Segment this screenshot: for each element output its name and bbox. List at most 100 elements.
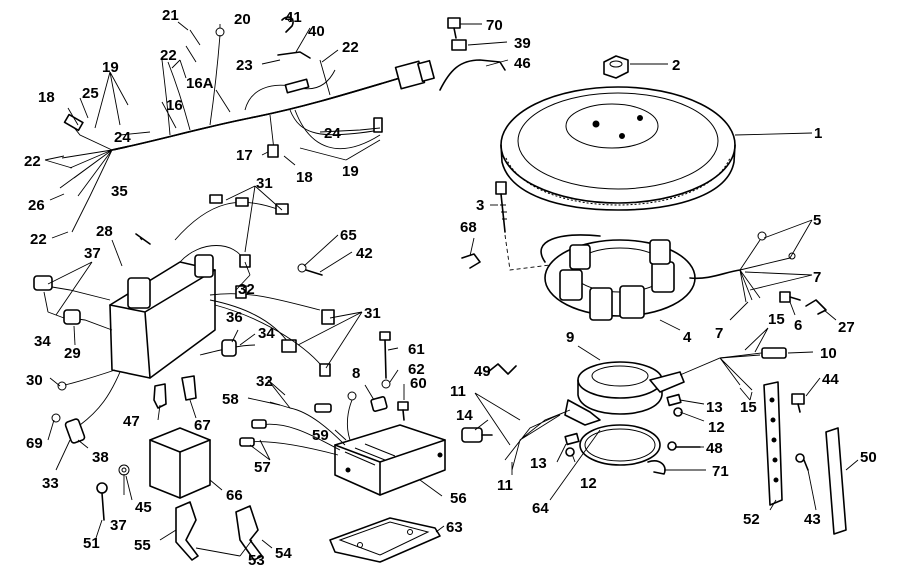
part-label-24b: 24 — [324, 125, 341, 142]
part-label-36: 36 — [226, 309, 243, 326]
part-label-38: 38 — [92, 449, 109, 466]
clip-47 — [153, 383, 167, 409]
part-label-47: 47 — [123, 413, 140, 430]
washer-62 — [381, 379, 391, 389]
retaining-ring — [579, 424, 661, 466]
wiring-harness — [59, 27, 435, 233]
part-label-68: 68 — [460, 219, 477, 236]
part-label-15b: 15 — [740, 399, 757, 416]
part-label-23: 23 — [236, 57, 253, 74]
timer-base — [564, 351, 771, 426]
clip-67 — [181, 375, 197, 401]
part-label-15a: 15 — [768, 311, 785, 328]
part-label-52: 52 — [743, 511, 760, 528]
part-label-22b: 22 — [160, 47, 177, 64]
part-label-11a: 11 — [450, 383, 466, 400]
part-label-60: 60 — [410, 375, 427, 392]
part-label-61: 61 — [408, 341, 425, 358]
part-label-2: 2 — [672, 57, 680, 74]
part-label-24a: 24 — [114, 129, 131, 146]
part-label-4: 4 — [683, 329, 692, 346]
part-label-34a: 34 — [34, 333, 51, 350]
part-label-19a: 19 — [102, 59, 119, 76]
part-label-57: 57 — [254, 459, 271, 476]
part-label-41: 41 — [285, 9, 302, 26]
power-pack — [109, 254, 216, 379]
spring-35 — [135, 233, 151, 245]
part-label-45: 45 — [135, 499, 152, 516]
part-label-7b: 7 — [715, 325, 723, 342]
part-label-5: 5 — [813, 212, 821, 229]
part-label-16: 16 — [166, 97, 183, 114]
part-label-48: 48 — [706, 440, 723, 457]
connector-10 — [761, 347, 787, 359]
part-label-29: 29 — [64, 345, 81, 362]
screw-48 — [667, 441, 701, 451]
part-label-27: 27 — [838, 319, 855, 336]
part-label-9: 9 — [566, 329, 574, 346]
part-label-35: 35 — [111, 183, 128, 200]
part-label-3: 3 — [476, 197, 484, 214]
part-label-42: 42 — [356, 245, 373, 262]
part-label-71: 71 — [712, 463, 729, 480]
rectifier — [334, 424, 446, 496]
part-label-28: 28 — [96, 223, 113, 240]
part-label-1: 1 — [814, 125, 822, 142]
part-label-19b: 19 — [342, 163, 359, 180]
screw-70 — [447, 17, 461, 39]
ignition-coil — [149, 427, 211, 499]
part-label-51: 51 — [83, 535, 100, 552]
screw-43 — [795, 453, 809, 471]
part-label-69: 69 — [26, 435, 43, 452]
part-label-13a: 13 — [530, 455, 547, 472]
part-label-18a: 18 — [38, 89, 55, 106]
part-label-62: 62 — [408, 361, 425, 378]
part-label-43: 43 — [804, 511, 821, 528]
clip-49 — [487, 363, 517, 375]
part-label-22a: 22 — [24, 153, 41, 170]
part-label-32a: 32 — [238, 281, 255, 298]
part-label-37a: 37 — [84, 245, 101, 262]
gasket — [329, 517, 441, 563]
stator-bolt — [495, 181, 551, 271]
flywheel — [500, 86, 736, 211]
part-label-22d: 22 — [30, 231, 47, 248]
timer-leads — [504, 354, 761, 471]
stator-leads — [739, 231, 796, 303]
parts-layer — [33, 16, 847, 563]
bolt-61 — [379, 331, 391, 379]
pack-left-leads — [33, 275, 121, 444]
part-label-39: 39 — [514, 35, 531, 52]
part-label-55: 55 — [134, 537, 151, 554]
stator — [540, 234, 741, 321]
part-label-65: 65 — [340, 227, 357, 244]
part-label-53: 53 — [248, 552, 265, 568]
screw-60 — [397, 401, 409, 421]
plug-14 — [461, 427, 493, 443]
part-label-31b: 31 — [364, 305, 381, 322]
pack-leads — [174, 194, 335, 377]
washer-69 — [51, 413, 61, 423]
flywheel-nut — [603, 55, 629, 79]
part-label-33: 33 — [42, 475, 59, 492]
part-label-50: 50 — [860, 449, 877, 466]
part-label-66: 66 — [226, 487, 243, 504]
part-label-14: 14 — [456, 407, 473, 424]
part-label-56: 56 — [450, 490, 467, 507]
terminal-strip — [763, 381, 783, 506]
part-label-25: 25 — [82, 85, 99, 102]
part-label-22c: 22 — [342, 39, 359, 56]
screw-6 — [779, 291, 801, 303]
part-label-8: 8 — [352, 365, 360, 382]
part-label-32b: 32 — [256, 373, 273, 390]
rectifier-leads — [239, 391, 357, 456]
washer-45 — [118, 464, 130, 476]
part-label-59: 59 — [312, 427, 329, 444]
part-label-54: 54 — [275, 545, 292, 562]
part-label-13b: 13 — [706, 399, 723, 416]
part-label-17: 17 — [236, 147, 253, 164]
part-label-31a: 31 — [256, 175, 273, 192]
part-label-21: 21 — [162, 7, 179, 24]
